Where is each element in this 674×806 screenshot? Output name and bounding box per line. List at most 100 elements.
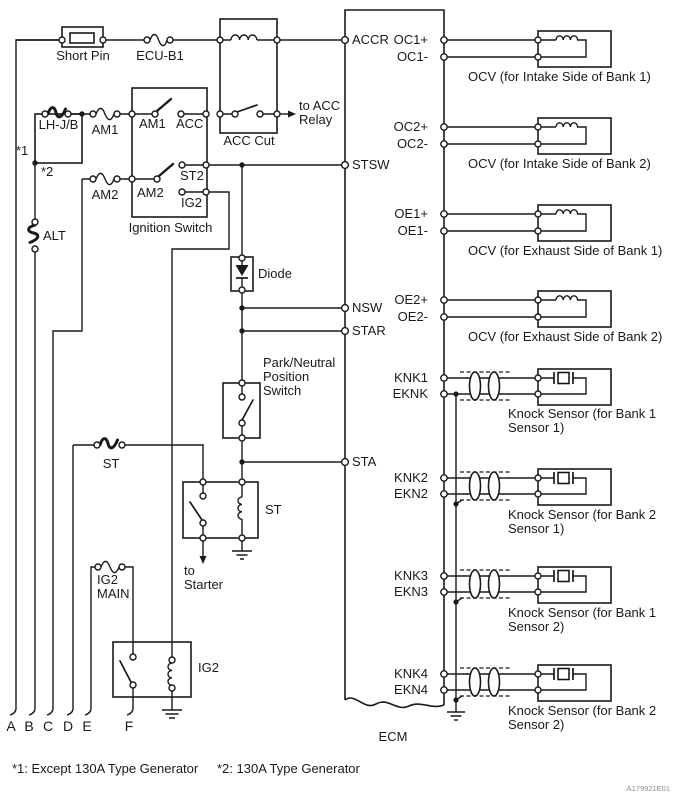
st-relay-coil-icon [237, 496, 243, 520]
solenoid-coil-icon [555, 35, 579, 41]
ecm-pin-knk2: KNK2 [394, 470, 428, 485]
relay-contact-lever-icon [236, 104, 258, 113]
connector-c-label: C [42, 718, 54, 734]
terminal-circles [31, 35, 542, 694]
ecm-pin-oc2p: OC2+ [393, 119, 428, 134]
ecm-pin-ekn3: EKN3 [394, 584, 428, 599]
ocv-caption-4: OCV (for Exhaust Side of Bank 2) [468, 329, 663, 344]
ocv-exhaust-bank1 [537, 204, 612, 242]
relay-coil-icon [230, 34, 258, 41]
lh-jb-block [34, 106, 83, 164]
acc-cut-relay [219, 18, 278, 134]
short-pin-label: Short Pin [56, 48, 110, 63]
st-fuse-icon [73, 437, 204, 479]
ecm-box [344, 9, 445, 709]
knock-caption-1: Knock Sensor (for Bank 1 Sensor 1) [508, 406, 657, 435]
ig2-relay-ground-icon [162, 697, 182, 719]
connector-a-label: A [6, 718, 16, 734]
ecm-pin-oe2p: OE2+ [394, 292, 428, 307]
ecm-pin-oe2m: OE2- [397, 309, 428, 324]
am1-fuse-label: AM1 [91, 122, 119, 137]
note2-marker: *2 [41, 164, 54, 179]
connector-b-label: B [24, 718, 34, 734]
ecm-pin-nsw: NSW [352, 300, 383, 315]
piezo-element-icon [557, 371, 570, 385]
ecu-b1-fuse-label: ECU-B1 [136, 48, 184, 63]
diode-icon [230, 256, 254, 292]
ig2-relay-label: IG2 [198, 660, 219, 675]
piezo-element-icon [557, 667, 570, 681]
ecm-pin-oc1p: OC1+ [393, 32, 428, 47]
junction-dots [32, 111, 459, 703]
park-neutral-switch-label: Park/Neutral Position Switch [263, 355, 336, 398]
footnote-2: *2: 130A Type Generator [217, 761, 360, 776]
shielded-cable-icons [460, 371, 512, 697]
st-relay-box [182, 481, 259, 539]
ocv-caption-2: OCV (for Intake Side of Bank 2) [468, 156, 651, 171]
ocv-intake-bank1 [537, 30, 612, 68]
ecm-pin-oe1m: OE1- [397, 223, 428, 238]
to-acc-relay-arrow-icon [280, 110, 296, 118]
knock-sensor-1 [537, 368, 612, 406]
ecm-torn-edge [344, 697, 445, 709]
lh-jb-label: LH-J/B [38, 117, 79, 132]
ocv-wires [444, 39, 538, 318]
to-acc-relay-label: to ACC Relay [299, 98, 341, 127]
ecm-pin-eknk: EKNK [392, 386, 428, 401]
ig2-main-fuse-label: IG2 MAIN [97, 572, 130, 601]
ig2-relay-coil-icon [167, 662, 173, 686]
to-starter-label: to Starter [184, 563, 224, 592]
connector-d-label: D [62, 718, 74, 734]
alt-fusible-link-icon [27, 223, 40, 244]
ignition-am2-label: AM2 [137, 185, 164, 200]
ig2-relay-box [112, 641, 192, 698]
ignition-ig2-label: IG2 [181, 195, 202, 210]
st-relay-lever-icon [189, 501, 203, 521]
ecm-pin-sta: STA [352, 454, 377, 469]
pn-switch-lever-icon [241, 399, 254, 421]
connector-f-label: F [124, 718, 134, 734]
shield-ground-icon [447, 700, 465, 721]
ecm-pin-knk3: KNK3 [394, 568, 428, 583]
diode-label: Diode [258, 266, 292, 281]
alt-label: ALT [43, 228, 66, 243]
to-starter-arrow-icon [199, 541, 207, 564]
ecu-b1-fuse-icon [149, 33, 168, 47]
piezo-element-icon [557, 471, 570, 485]
ecm-pin-accr: ACCR [352, 32, 389, 47]
ignition-acc-label: ACC [176, 116, 204, 131]
ecm-pin-star: STAR [352, 323, 386, 338]
ecm-pin-knk1: KNK1 [394, 370, 428, 385]
ecm-pin-knk4: KNK4 [394, 666, 428, 681]
knock-sensor-4 [537, 664, 612, 702]
knock-caption-3: Knock Sensor (for Bank 1 Sensor 2) [508, 605, 657, 634]
knock-sensor-2 [537, 468, 612, 506]
am2-fuse-label: AM2 [91, 187, 119, 202]
ecm-pin-stsw: STSW [352, 157, 390, 172]
document-id: A179921E01 [626, 784, 670, 793]
piezo-element-icon [557, 569, 570, 583]
knock-caption-2: Knock Sensor (for Bank 2 Sensor 1) [508, 507, 657, 536]
st-relay-label: ST [265, 502, 282, 517]
acc-cut-label: ACC Cut [223, 133, 275, 148]
knock-caption-4: Knock Sensor (for Bank 2 Sensor 2) [508, 703, 657, 732]
ecm-caption: ECM [378, 729, 408, 744]
connector-bus-lines [15, 39, 134, 707]
ecm-pin-oc1m: OC1- [396, 49, 428, 64]
solenoid-coil-icon [555, 295, 579, 301]
ocv-exhaust-bank2 [537, 290, 612, 328]
connector-e-label: E [82, 718, 92, 734]
wire-break-hooks [9, 706, 134, 716]
footnote-1: *1: Except 130A Type Generator [12, 761, 199, 776]
solenoid-coil-icon [555, 209, 579, 215]
ignition-switch-caption: Ignition Switch [128, 220, 213, 235]
ig2-feed-wire [171, 191, 230, 657]
ocv-caption-3: OCV (for Exhaust Side of Bank 1) [468, 243, 663, 258]
st-fuse-label: ST [102, 456, 120, 471]
ocv-intake-bank2 [537, 117, 612, 155]
note1-marker: *1 [16, 143, 29, 158]
ignition-st2-label: ST2 [180, 168, 204, 183]
short-pin-icon [61, 26, 104, 48]
